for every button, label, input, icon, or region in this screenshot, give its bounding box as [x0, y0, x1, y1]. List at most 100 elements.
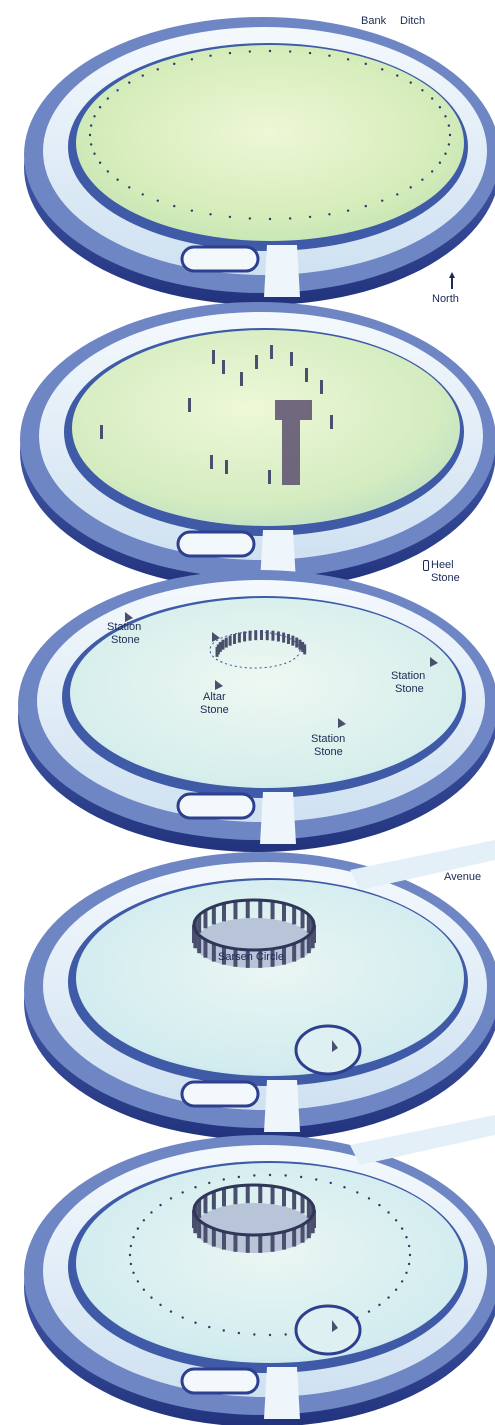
sarsen-stone — [233, 901, 237, 919]
aubrey-hole — [142, 74, 144, 76]
aubrey-hole — [448, 143, 450, 145]
aubrey-hole — [116, 89, 118, 91]
sarsen-stone — [212, 944, 216, 962]
aubrey-hole — [150, 1211, 152, 1213]
aubrey-hole — [284, 1174, 286, 1176]
bluestone — [219, 642, 222, 652]
north-label: North — [432, 293, 459, 305]
aubrey-hole — [421, 178, 423, 180]
entrance-bank-segment — [182, 247, 258, 271]
aubrey-hole — [194, 1322, 196, 1324]
sarsen-stone — [292, 1229, 296, 1247]
aubrey-hole — [269, 50, 271, 52]
timber-post — [290, 352, 293, 366]
station-stone-e-label-2: Stone — [395, 683, 424, 695]
bluestone — [229, 636, 232, 646]
aubrey-hole — [253, 1333, 255, 1335]
aubrey-hole — [309, 216, 311, 218]
sarsen-stone — [203, 1225, 207, 1243]
bluestone — [260, 630, 263, 640]
timber-post — [225, 460, 228, 474]
aubrey-hole — [238, 1176, 240, 1178]
plateau — [76, 1163, 464, 1363]
aubrey-hole — [129, 1254, 131, 1256]
aubrey-hole — [223, 1178, 225, 1180]
timber-post — [210, 455, 213, 469]
ditch-label: Ditch — [400, 15, 425, 27]
bluestone — [271, 631, 274, 641]
plateau — [76, 45, 464, 241]
aubrey-hole — [229, 216, 231, 218]
sarsen-stone — [212, 906, 216, 924]
aubrey-hole — [150, 1296, 152, 1298]
sarsen-stone — [203, 1195, 207, 1213]
aubrey-hole — [343, 1186, 345, 1188]
aubrey-hole — [289, 50, 291, 52]
aubrey-hole — [315, 1178, 317, 1180]
aubrey-hole — [421, 89, 423, 91]
aubrey-hole — [90, 143, 92, 145]
sarsen-stone — [301, 940, 305, 958]
timber-post — [270, 345, 273, 359]
sarsen-stone — [246, 1235, 250, 1253]
aubrey-hole — [191, 209, 193, 211]
sarsen-stone — [233, 1234, 237, 1252]
phase-plates — [18, 17, 495, 1425]
aubrey-hole — [444, 115, 446, 117]
sarsen-stone — [282, 1232, 286, 1250]
aubrey-hole — [439, 162, 441, 164]
sarsen-stone — [258, 1235, 262, 1253]
aubrey-hole — [410, 186, 412, 188]
aubrey-hole — [157, 68, 159, 70]
aubrey-hole — [284, 1333, 286, 1335]
sarsen-stone — [246, 900, 250, 918]
timber-post — [320, 380, 323, 394]
entrance-bank-segment — [178, 794, 254, 818]
aubrey-hole — [408, 1263, 410, 1265]
aubrey-hole — [89, 134, 91, 136]
aubrey-hole — [143, 1289, 145, 1291]
aubrey-hole — [396, 193, 398, 195]
aubrey-hole — [439, 106, 441, 108]
aubrey-hole — [157, 199, 159, 201]
aubrey-hole — [132, 1272, 134, 1274]
aubrey-hole — [99, 162, 101, 164]
sarsen-stone — [212, 1191, 216, 1209]
sarsen-stone — [292, 1191, 296, 1209]
sarsen-stone — [258, 1185, 262, 1203]
aubrey-hole — [330, 1182, 332, 1184]
station-stone-s-label-2: Stone — [314, 746, 343, 758]
aubrey-hole — [300, 1176, 302, 1178]
phase-5-plate — [24, 1135, 495, 1425]
plateau — [76, 880, 464, 1076]
aubrey-hole — [431, 170, 433, 172]
aubrey-hole — [448, 124, 450, 126]
circular-enclosure — [296, 1026, 360, 1074]
aubrey-hole — [381, 68, 383, 70]
aubrey-hole — [401, 1280, 403, 1282]
aubrey-hole — [356, 1191, 358, 1193]
aubrey-hole — [128, 81, 130, 83]
bluestone — [221, 640, 224, 650]
entrance-gap — [264, 1080, 300, 1132]
aubrey-hole — [269, 1334, 271, 1336]
aubrey-hole — [249, 217, 251, 219]
aubrey-hole — [289, 217, 291, 219]
sarsen-stone — [203, 940, 207, 958]
bluestone — [295, 638, 298, 648]
aubrey-hole — [238, 1332, 240, 1334]
aubrey-hole — [208, 1182, 210, 1184]
aubrey-hole — [128, 186, 130, 188]
aubrey-hole — [368, 1197, 370, 1199]
aubrey-hole — [107, 97, 109, 99]
timber-post — [222, 360, 225, 374]
station-stone-s-label-1: Station — [311, 733, 345, 745]
aubrey-hole — [269, 1174, 271, 1176]
bluestone — [238, 633, 241, 643]
entrance-bank-segment — [178, 532, 254, 556]
aubrey-hole — [143, 1219, 145, 1221]
aubrey-hole — [93, 152, 95, 154]
aubrey-hole — [431, 97, 433, 99]
aubrey-hole — [194, 1186, 196, 1188]
phase-2-plate — [20, 302, 495, 590]
